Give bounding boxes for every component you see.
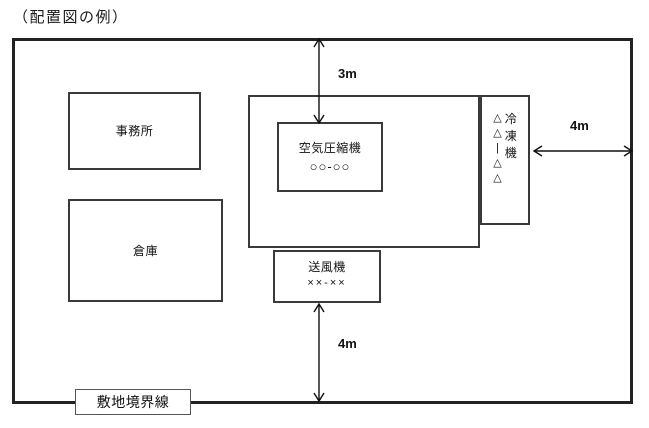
refrigeration-code-char: △ <box>493 127 502 139</box>
dimension-right-4m <box>532 144 634 158</box>
refrigeration-code-char: △ <box>493 157 502 169</box>
refrigeration-label-char: 凍 <box>504 129 517 143</box>
refrigeration-machine-code: △ △ | △ △ <box>493 111 501 186</box>
office-label: 事務所 <box>115 124 154 138</box>
warehouse-building-box: 倉庫 <box>68 199 223 302</box>
air-compressor-label: 空気圧縮機 <box>298 141 362 155</box>
dimension-arrow-horizontal-icon <box>532 145 634 157</box>
page-title: （配置図の例） <box>13 10 129 26</box>
site-boundary-label-box: 敷地境界線 <box>75 389 191 415</box>
dimension-arrow-vertical-icon <box>313 37 325 125</box>
dimension-right-label: 4m <box>570 118 589 133</box>
dimension-top-3m <box>312 37 326 125</box>
air-compressor-box: 空気圧縮機 ○○-○○ <box>277 122 383 192</box>
refrigeration-code-char: △ <box>493 172 502 184</box>
blower-code: ××-×× <box>307 277 347 289</box>
blower-label: 送風機 <box>308 260 346 274</box>
refrigeration-code-char: △ <box>493 112 502 124</box>
blower-box: 送風機 ××-×× <box>273 250 381 303</box>
refrigeration-label-char: 冷 <box>504 112 517 126</box>
dimension-top-label: 3m <box>338 66 357 81</box>
site-boundary-frame <box>12 38 633 404</box>
dimension-bottom-label: 4m <box>338 336 357 351</box>
refrigeration-code-char: | <box>496 142 499 154</box>
dimension-bottom-4m <box>312 302 326 403</box>
site-boundary-label: 敷地境界線 <box>96 396 170 411</box>
dimension-arrow-vertical-icon <box>313 302 325 403</box>
office-building-box: 事務所 <box>68 92 201 170</box>
air-compressor-code: ○○-○○ <box>309 159 351 174</box>
refrigeration-label-char: 機 <box>504 146 517 160</box>
refrigeration-machine-content: △ △ | △ △ 冷 凍 機 <box>482 111 528 186</box>
warehouse-label: 倉庫 <box>132 244 158 258</box>
refrigeration-machine-box: △ △ | △ △ 冷 凍 機 <box>480 95 530 225</box>
refrigeration-machine-label: 冷 凍 機 <box>505 111 517 162</box>
